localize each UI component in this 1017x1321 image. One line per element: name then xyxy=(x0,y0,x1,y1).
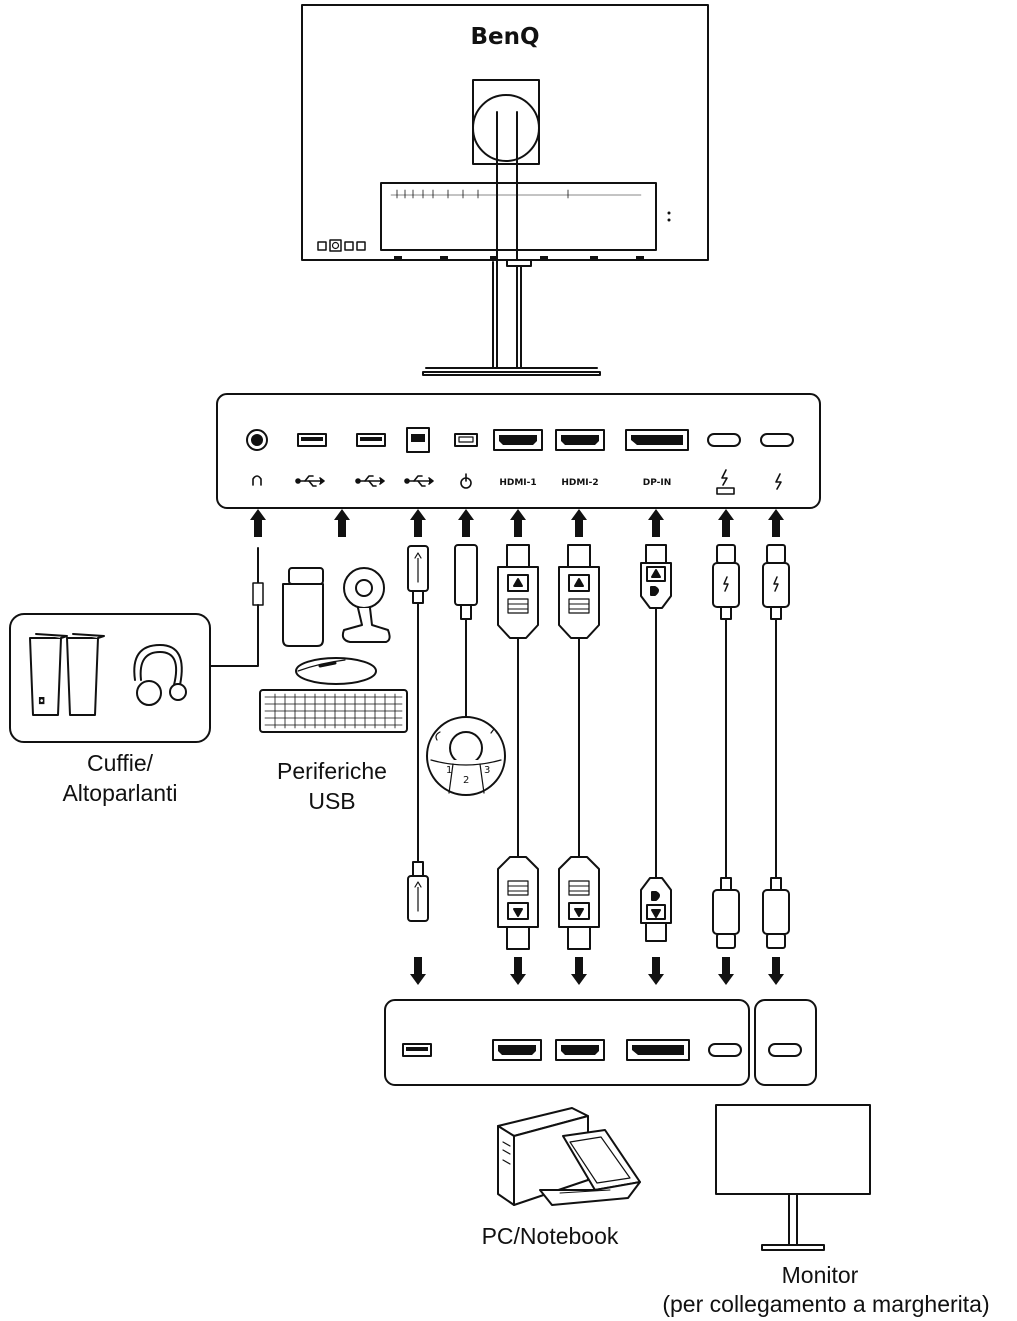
displayport-port[interactable] xyxy=(625,429,689,451)
puck-button-1-label: 1 xyxy=(446,765,452,776)
displayport-cable xyxy=(640,544,672,942)
usb-peripherals xyxy=(259,567,408,733)
up-arrow xyxy=(410,509,426,537)
up-arrow xyxy=(250,509,266,537)
down-arrow xyxy=(648,957,664,985)
arrows-down xyxy=(410,957,784,985)
thunderbolt-port-1[interactable] xyxy=(707,433,741,447)
pc-notebook-icon xyxy=(497,1107,641,1206)
monitor-label: Monitor xyxy=(781,1262,859,1288)
up-arrow xyxy=(571,509,587,537)
speakers-icon: ◘ xyxy=(29,633,105,716)
pc-port-panel xyxy=(384,999,750,1086)
down-arrow xyxy=(718,957,734,985)
headphones-icon xyxy=(133,644,187,706)
arrows-up xyxy=(250,509,784,537)
up-arrow xyxy=(648,509,664,537)
up-arrow xyxy=(458,509,474,537)
headphone-jack[interactable] xyxy=(246,429,268,451)
usb-label-line-1: Periferiche xyxy=(277,758,387,784)
svg-text:◘: ◘ xyxy=(38,697,45,707)
puck-port[interactable] xyxy=(454,433,478,447)
usb-cable xyxy=(407,545,429,922)
hdmi-2-port[interactable] xyxy=(555,429,605,451)
thunderbolt-laptop-icon xyxy=(716,469,735,495)
hdmi-cable-1 xyxy=(497,544,539,950)
hdmi-1-label: HDMI-1 xyxy=(499,478,536,488)
headphones-label-line-2: Altoparlanti xyxy=(62,780,178,806)
monitor-port-panel xyxy=(754,999,817,1086)
monitor-rear-view: BenQ xyxy=(301,4,709,376)
up-arrow xyxy=(334,509,350,537)
audio-cable xyxy=(209,547,264,667)
puck-button-2-label: 2 xyxy=(463,775,469,786)
pc-usb-port xyxy=(402,1043,432,1057)
headphone-icon xyxy=(252,475,262,486)
hdmi-cable-2 xyxy=(558,544,600,950)
puck-icon xyxy=(460,473,472,489)
puck-button-3-label: 3 xyxy=(484,765,490,776)
thunderbolt-port-2[interactable] xyxy=(760,433,794,447)
port-panel: HDMI-1 HDMI-2 DP-IN xyxy=(216,393,821,509)
down-arrow xyxy=(510,957,526,985)
down-arrow xyxy=(410,957,426,985)
usb-icon xyxy=(355,475,385,487)
thunderbolt-icon xyxy=(775,473,782,490)
daisy-chain-label: (per collegamento a margherita) xyxy=(662,1291,990,1317)
keyboard-icon xyxy=(259,689,408,733)
thunderbolt-cable-1 xyxy=(712,544,740,949)
hdmi-1-port[interactable] xyxy=(493,429,543,451)
brand-logo: BenQ xyxy=(470,24,539,50)
up-arrow xyxy=(768,509,784,537)
audio-devices-box: ◘ xyxy=(9,613,211,743)
usb-b-port[interactable] xyxy=(406,427,430,453)
usb-peripherals-label: Periferiche USB xyxy=(232,756,432,816)
pc-notebook-label: PC/Notebook xyxy=(481,1223,619,1249)
pc-hdmi-port-1 xyxy=(492,1039,542,1061)
thunderbolt-cable-2 xyxy=(762,544,790,949)
hdmi-2-label: HDMI-2 xyxy=(561,478,598,488)
headphones-speakers-label: Cuffie/ Altoparlanti xyxy=(20,748,220,808)
puck-controller: 1 2 3 xyxy=(426,716,506,796)
usb-a-port-1[interactable] xyxy=(297,433,327,447)
up-arrow xyxy=(510,509,526,537)
webcam-icon xyxy=(341,567,391,643)
usb-icon xyxy=(404,475,434,487)
cables xyxy=(209,544,790,950)
usb-icon xyxy=(295,475,325,487)
usb-label-line-2: USB xyxy=(308,788,356,814)
down-arrow xyxy=(768,957,784,985)
up-arrow xyxy=(718,509,734,537)
pc-thunderbolt-port xyxy=(708,1043,742,1057)
down-arrow xyxy=(571,957,587,985)
dp-in-label: DP-IN xyxy=(643,478,672,488)
mouse-icon xyxy=(295,657,377,685)
pc-hdmi-port-2 xyxy=(555,1039,605,1061)
usb-flash-drive-icon xyxy=(282,567,324,647)
second-monitor-icon xyxy=(715,1104,871,1251)
usb-a-port-2[interactable] xyxy=(356,433,386,447)
pc-displayport-port xyxy=(626,1039,690,1061)
headphones-label-line-1: Cuffie/ xyxy=(86,750,154,776)
puck-cable xyxy=(454,544,478,741)
